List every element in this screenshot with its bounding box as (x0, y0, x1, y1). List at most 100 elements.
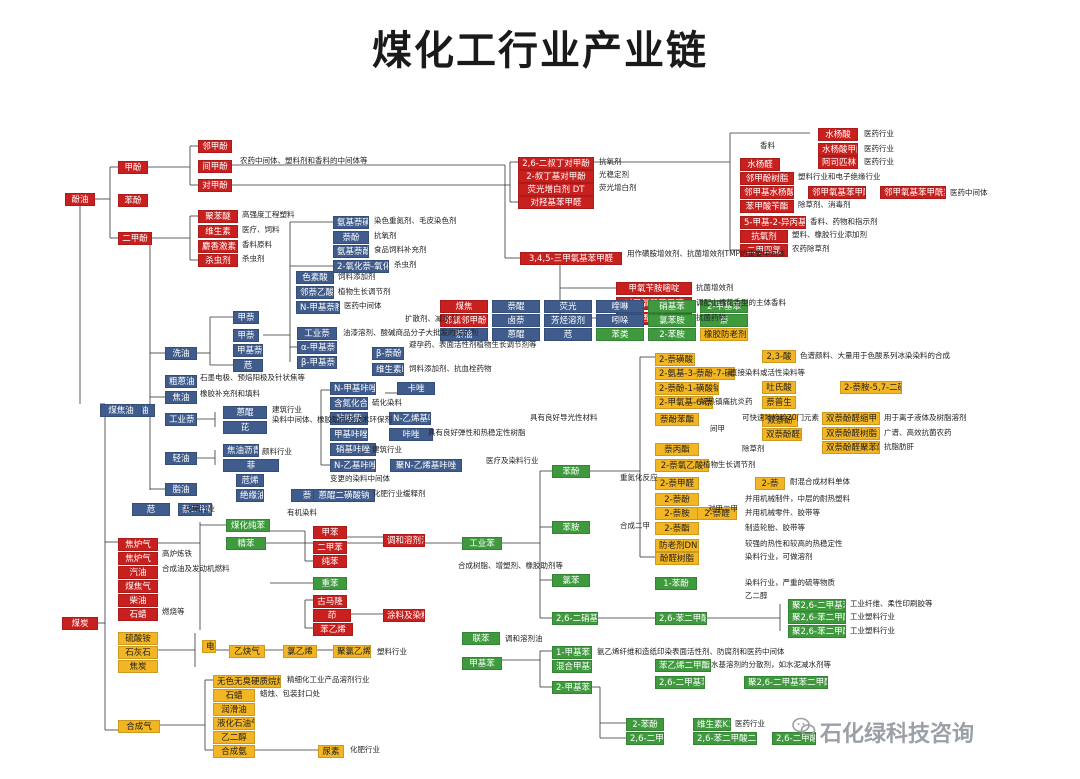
node-nsl8: 萘普生 (762, 396, 796, 409)
node-jiabenan: 1-甲基苯 (552, 646, 592, 659)
label-l61: 抗脂肪肝 (884, 442, 914, 451)
node-erxiaojierer: 2,6-苯二甲酸 (655, 612, 707, 625)
node-runhuayou: 润滑油 (213, 703, 255, 716)
label-l34: 橡胶补充剂和填料 (200, 389, 260, 398)
node-lubai: 苊 (132, 503, 170, 516)
node-shuiyangquan: 水杨醛 (740, 158, 780, 171)
label-l53: 化肥行业 (350, 745, 380, 754)
node-jiajiaben: 甲基萘 (233, 344, 263, 357)
label-l28: 医药中间体 (344, 301, 382, 310)
node-benzhi: 苯甲酸苄酯 (740, 200, 794, 213)
node-linjiafenshuzhi: 邻甲酚树脂 (740, 172, 794, 185)
node-zljb: 2-甲基苯 (700, 300, 748, 313)
label-l63: 植物生长调节剂 (703, 460, 756, 469)
node-niaosu: 尿素 (318, 745, 344, 758)
node-xiyou: 洗油 (165, 347, 197, 360)
label-l43: 变更的染料中间体 (330, 474, 390, 483)
label-l33: 石墨电极、预焙阳极及针状焦等 (200, 373, 305, 382)
node-nsl7: 2-甲氧基-6-萘乙酸 (655, 396, 713, 409)
node-jtb: 聚2,6-二甲基苯二甲酸乙二醇酯 (744, 676, 828, 689)
label-l59: 用于离子液体及树脂溶剂 (884, 413, 967, 422)
node-nsl19: 2-萘酚 (655, 493, 699, 506)
label-l75: 氨乙烯纤维和造纸印染表面活性剂、防腐剂和医药中间体 (597, 647, 785, 656)
label-l17: 医药中间体 (950, 188, 988, 197)
label-l66: 并用机械零件、胶带等 (745, 508, 820, 517)
node-jxb: 甲基咔唑 (330, 428, 368, 441)
node-qitixian: 蒽醌二磺酸钠 (313, 489, 375, 502)
label-l50: 塑料行业 (377, 647, 407, 656)
node-qifen: 吲哚 (596, 314, 644, 327)
label-l5: 杀虫剂 (242, 254, 265, 263)
node-chaiyou: 柴油 (118, 594, 158, 607)
label-l19: 香料、药物和指示剂 (810, 217, 878, 226)
node-erjiaben: 二甲苯 (313, 541, 347, 554)
label-l58: 可快速地检验20门元素 (742, 413, 820, 422)
node-nsl10: 双萘酚 (762, 414, 798, 427)
node-nsl18: 2-萘 (755, 477, 785, 490)
label-l2: 高强度工程塑料 (242, 210, 295, 219)
watermark-text: 石化绿科技咨询 (820, 722, 975, 747)
node-hechengqi: 合成气 (118, 720, 160, 733)
node-kz: 卡唑 (397, 382, 435, 395)
label-l37: 颜料行业 (262, 447, 292, 456)
node-isopropyl: 5-甲基-2-异丙基苯酚 (740, 216, 806, 229)
node-yanmai: 苊 (233, 359, 263, 372)
node-nsl12: 双萘酚醛树脂 (822, 427, 880, 440)
label-l82: 合成二甲 (620, 521, 650, 530)
label-l46: 化肥行业 (185, 504, 215, 513)
node-yisu: 芘 (223, 421, 267, 434)
node-jiajiben3: 1-苯酚 (655, 577, 697, 590)
node-njb: N-甲基萘胺 (296, 301, 340, 314)
node-lvyixi: 氯乙烯 (283, 645, 317, 658)
node-shuiyangjiazhi: 水杨酸甲酯 (818, 143, 858, 156)
label-l16: 塑料行业和电子绝缘行业 (798, 172, 881, 181)
node-jinghua: 精苯 (226, 537, 266, 550)
node-chunben: 纯苯 (313, 555, 347, 568)
node-yingguang: 荧光 (544, 300, 592, 313)
node-naibei: 甲萘 (233, 311, 259, 324)
label-l49: 燃烧等 (162, 607, 185, 616)
node-shuijing: 蒽醌 (223, 406, 267, 419)
node-jiayouqing: 焦油沥青 (223, 444, 259, 457)
node-yanhua: 焦炭 (118, 660, 158, 673)
node-diaokeji: 调和溶剂油 (383, 534, 425, 547)
node-lmzy: 邻氯邻甲酚 (440, 314, 488, 327)
node-hhb3: 聚2,6-苯二甲酸丙二醇酯 (788, 625, 846, 638)
node-benfen: 苯酚 (118, 194, 148, 207)
node-lvben: 氯苯 (552, 574, 590, 587)
label-l80: 间甲 (710, 424, 725, 433)
node-sehuiran: 色素酸 (296, 271, 334, 284)
node-dt: 荧光增白剂 DT (518, 183, 594, 196)
node-nsl4: 2-萘酚-1-磺酸钠 (655, 382, 719, 395)
node-gongye: 工业萘 (297, 327, 337, 340)
label-l73: 工业塑料行业 (850, 626, 895, 635)
node-mei: 煤炭 (62, 617, 98, 630)
label-l71: 工业纤维、柔性印刷胶等 (850, 599, 933, 608)
node-naiyou: 萘油 (440, 328, 488, 341)
label-l74: 调和溶剂油 (505, 634, 543, 643)
node-hhb2: 聚2,6-苯二甲酸乙二醇酯 (788, 611, 846, 624)
label-l27: 植物生长调节剂 (338, 287, 391, 296)
node-chihe: 古马隆 (313, 595, 347, 608)
node-jjb: 咔唑紫 (330, 412, 368, 425)
label-l22: 染色重氮剂、毛皮染色剂 (374, 216, 457, 225)
node-ncz: N-乙烯基咔唑 (389, 412, 431, 425)
label-l67: 制造轮胎、胶带等 (745, 523, 805, 532)
node-nsl5: 吐氏酸 (762, 381, 796, 394)
label-l77: 医药行业 (735, 719, 765, 728)
node-zhongben: 重苯 (313, 577, 347, 590)
node-nyib: N-乙基咔唑 (330, 459, 376, 472)
label-l45: 有机染料 (287, 508, 317, 517)
node-benfenjia: 苯酚 (552, 465, 590, 478)
label-l12: 抗菌药物 (696, 313, 726, 322)
node-nsl25: 橡胶防老剂 (700, 328, 748, 341)
node-tieyou: 煤化纯苯 (226, 519, 270, 532)
node-jiaoyou: 焦油 (165, 391, 197, 404)
label-l76: 水基溶剂的分散剂，如水泥减水剂等 (711, 660, 831, 669)
label-l44: 化肥行业缓释剂 (373, 489, 426, 498)
label-l48: 合成油及发动机燃料 (162, 564, 230, 573)
node-jiabenan3: 2-甲基苯 (552, 681, 592, 694)
node-shachongji: 杀虫剂 (198, 254, 238, 267)
node-nyjb: 聚N-乙烯基咔唑 (390, 459, 462, 472)
